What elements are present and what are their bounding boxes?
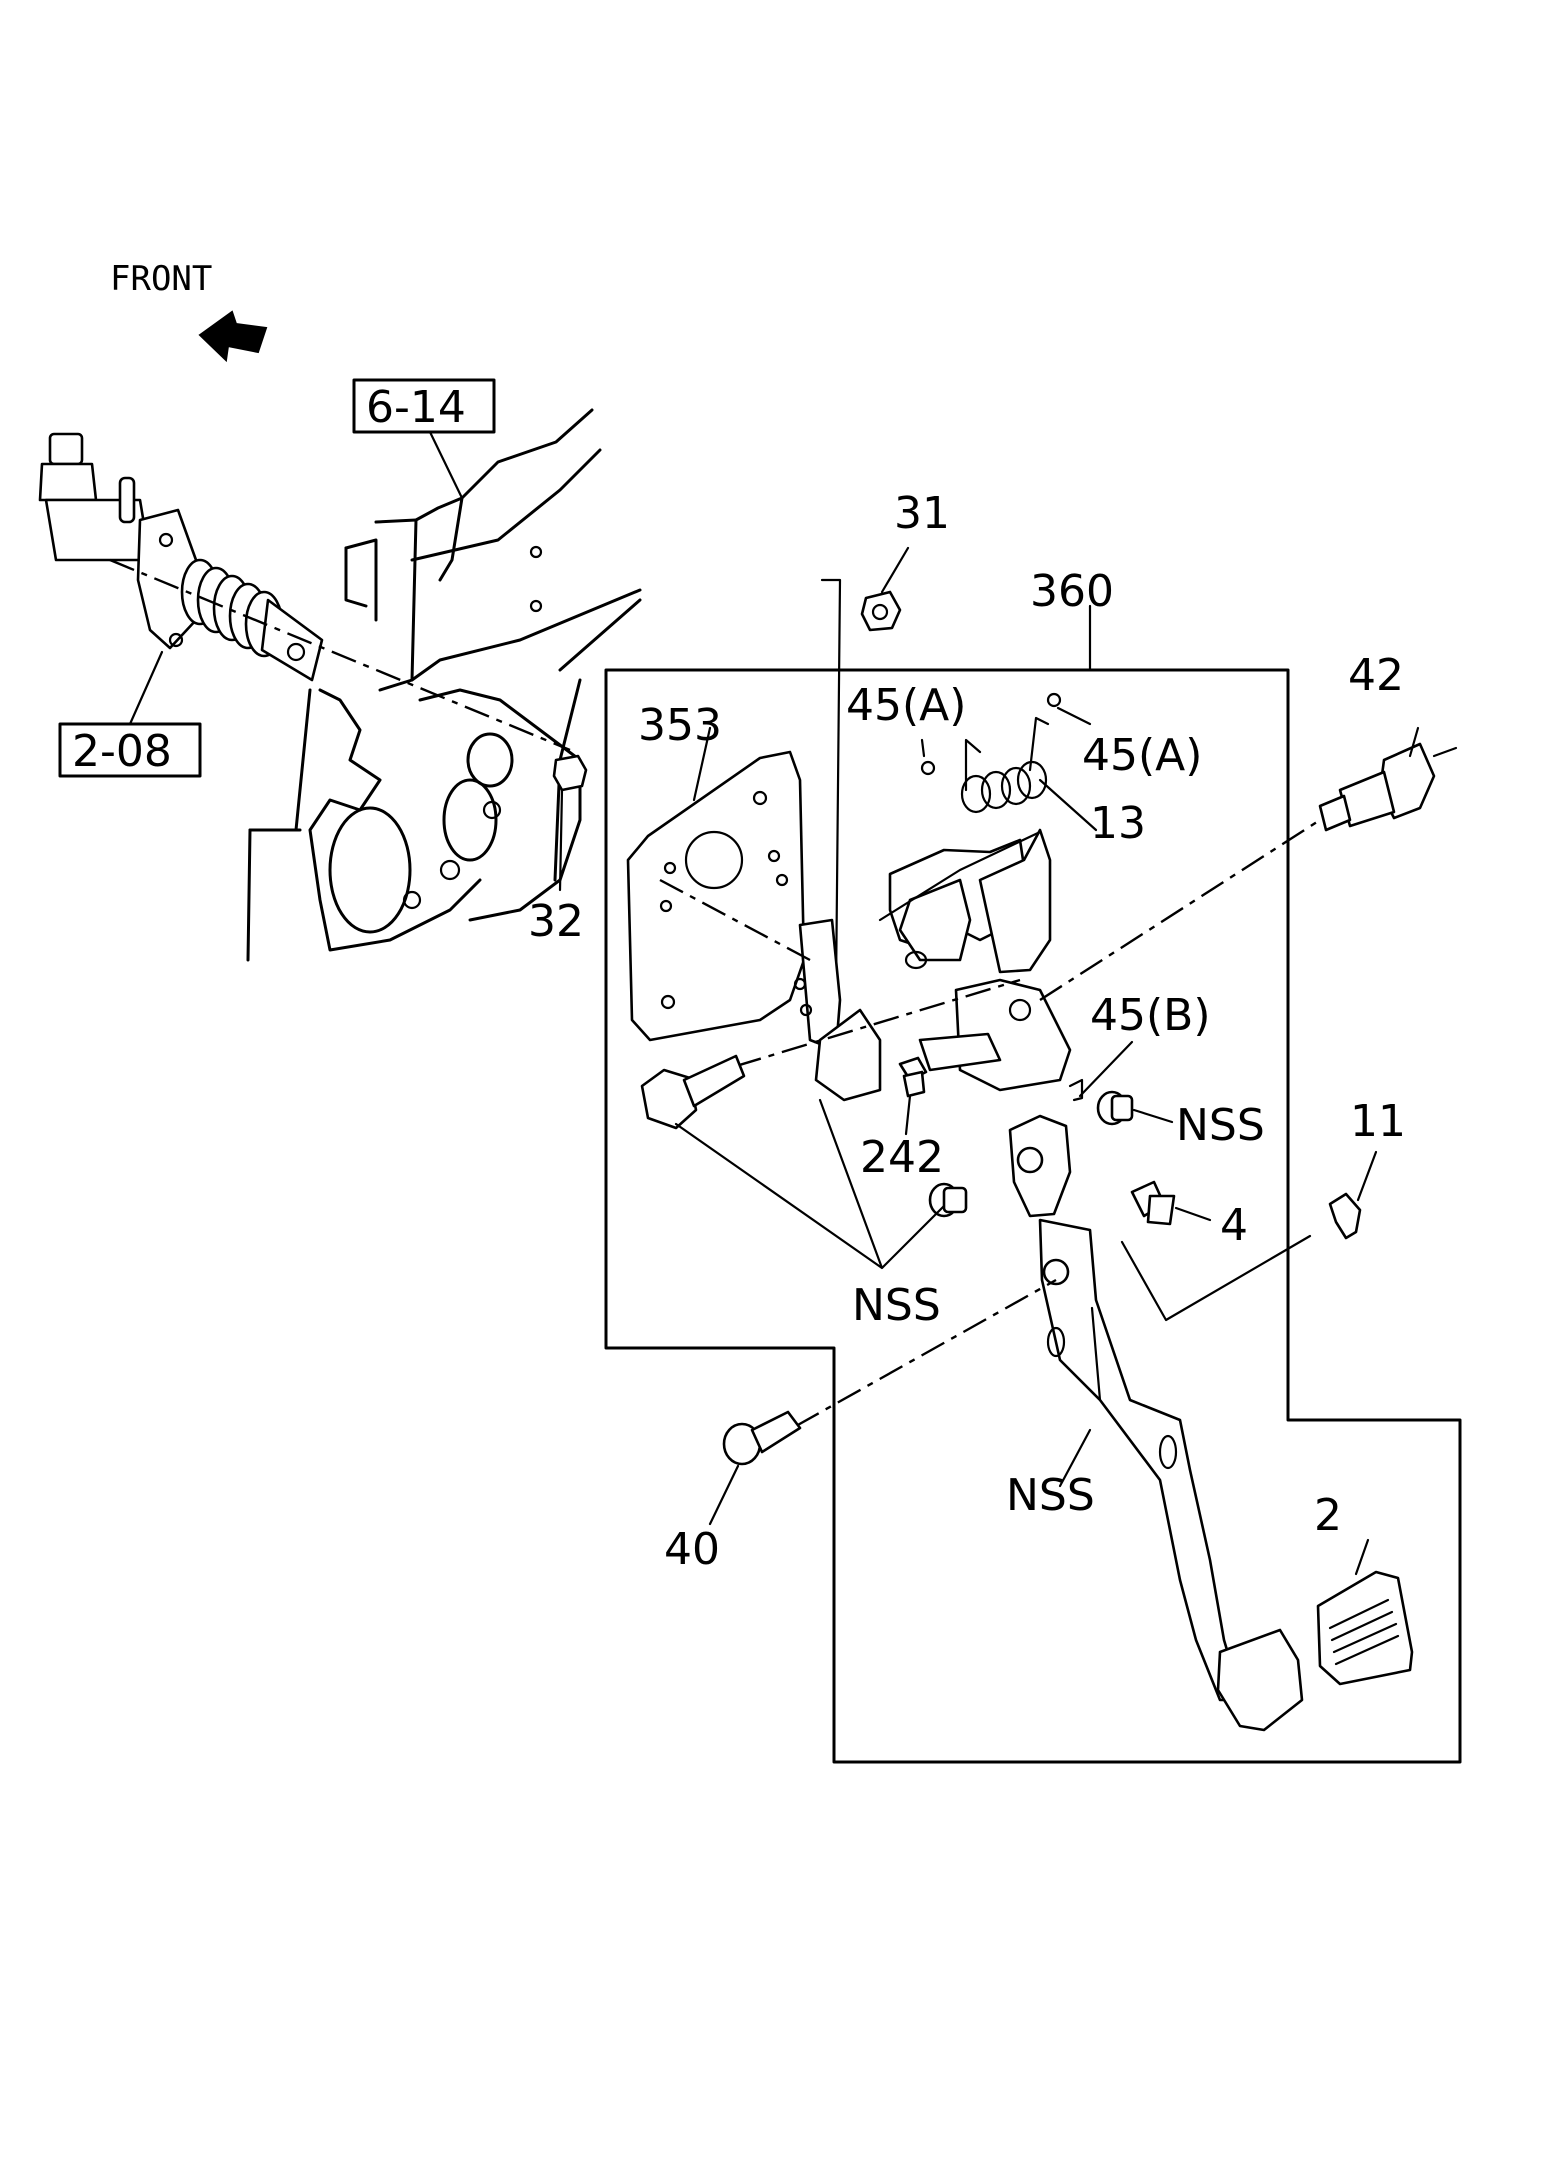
label-42: 42: [1348, 650, 1404, 701]
part-labels: 31 360 42 353 45(A) 45(A) 13 32 45(B) 11…: [528, 488, 1406, 1575]
label-45a-left: 45(A): [846, 680, 966, 731]
label-31: 31: [894, 488, 950, 539]
label-45a-right: 45(A): [1082, 730, 1202, 781]
clutch-switch-42: [1318, 726, 1458, 832]
nut-31: [820, 546, 910, 992]
front-label: FRONT: [110, 259, 212, 299]
nss-arm-leader: [1058, 1428, 1092, 1488]
master-cylinder-axis-line: [109, 558, 571, 752]
bushing-nss-right: [1096, 1090, 1174, 1126]
pivot-bolt: [640, 1054, 746, 1130]
pedal-pad-2: [1316, 1538, 1414, 1686]
label-353: 353: [638, 700, 722, 751]
label-2: 2: [1314, 1490, 1342, 1541]
clutch-pedal-arm: [1008, 1114, 1304, 1732]
pedal-bolt-40: [708, 1410, 802, 1526]
front-indicator: FRONT: [110, 259, 268, 363]
label-45b: 45(B): [1090, 990, 1211, 1041]
switch-axis-line: [1039, 818, 1321, 1002]
clip-45b: [1068, 1040, 1134, 1102]
label-360: 360: [1030, 566, 1114, 617]
label-nss-left: NSS: [852, 1280, 941, 1331]
label-nss-arm: NSS: [1006, 1470, 1095, 1521]
pedal-bolt-axis-line: [795, 1278, 1057, 1428]
assembly-360-outline: [604, 668, 1462, 1764]
clip-45a-right: [1046, 692, 1092, 726]
ref-master-cylinder-label: 2-08: [72, 726, 172, 777]
nss-left-leader: [674, 1098, 946, 1270]
ref-body-label: 6-14: [366, 382, 466, 433]
mounting-plate-353: [626, 726, 806, 1042]
label-11: 11: [1350, 1096, 1406, 1147]
ref-box-master-cylinder: 2-08: [58, 650, 202, 778]
clutch-master-cylinder: [38, 432, 324, 682]
pivot-axis-line: [689, 978, 1021, 1082]
return-spring-13: [960, 716, 1098, 832]
pedal-bracket: [793, 828, 1072, 1102]
front-arrow-icon: [198, 310, 268, 363]
label-4: 4: [1220, 1200, 1248, 1251]
label-nss-right: NSS: [1176, 1100, 1265, 1151]
nut-32: [552, 754, 588, 892]
label-40: 40: [664, 1524, 720, 1575]
bolt-242-leader: [904, 1094, 912, 1136]
clip-11: [1120, 1150, 1378, 1322]
bolt-242: [898, 1056, 928, 1098]
label-242: 242: [860, 1132, 944, 1183]
label-13: 13: [1090, 798, 1146, 849]
ref-box-body: 6-14: [352, 378, 496, 500]
bushing-nss-left: [928, 1182, 968, 1218]
stopper-4: [1130, 1180, 1212, 1226]
body-panel: [246, 408, 642, 962]
clip-45a-left: [920, 738, 936, 776]
label-32: 32: [528, 896, 584, 947]
pivot-axis-line-upper: [659, 878, 811, 962]
